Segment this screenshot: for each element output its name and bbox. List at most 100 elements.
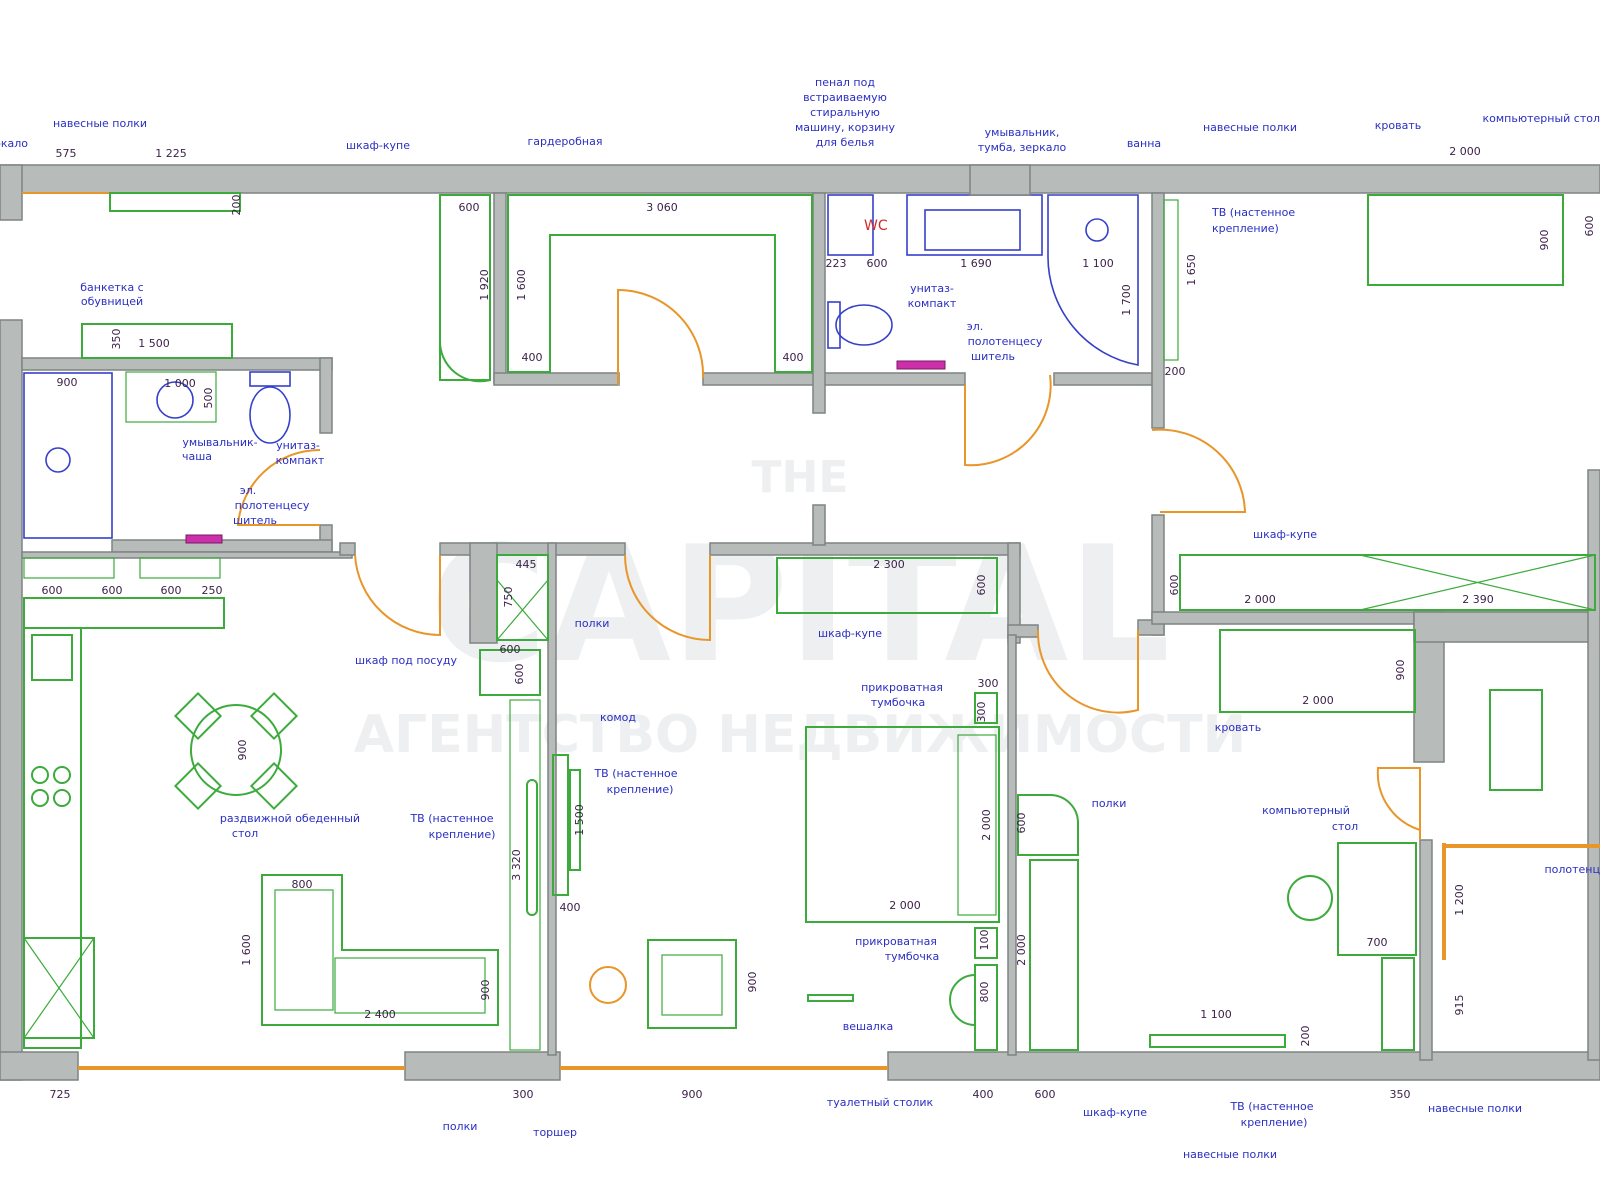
label-l58: крепление) xyxy=(1241,1116,1308,1129)
label-l30: полотенцесу xyxy=(235,499,310,512)
bed-double xyxy=(805,726,1000,923)
toilet-1 xyxy=(249,386,291,444)
label-l2: зеркало xyxy=(0,137,28,150)
kitchen-upper2 xyxy=(139,557,221,579)
door-bath2 xyxy=(964,374,1052,467)
vdimension-v26: 100 xyxy=(978,930,991,951)
dimension-d23: 2 390 xyxy=(1462,593,1494,606)
tv-bed1 xyxy=(569,769,581,871)
computer-desk xyxy=(1337,842,1417,956)
wall-pantry xyxy=(469,542,498,644)
vdimension-v27: 1 200 xyxy=(1453,884,1466,916)
bath1-sink xyxy=(156,381,194,419)
hall-shelves xyxy=(109,192,241,212)
wall-left xyxy=(0,319,23,1081)
label-l35: шкаф под посуду xyxy=(355,654,457,667)
dimension-d13: 1 500 xyxy=(138,337,170,350)
door-bed1 xyxy=(1036,629,1139,714)
wall-bottom-1 xyxy=(0,1051,79,1081)
vdimension-v14: 900 xyxy=(1394,660,1407,681)
vdimension-v19: 2 000 xyxy=(980,809,993,841)
vanity-stool xyxy=(949,974,976,1026)
sofa-seat xyxy=(274,889,334,1011)
armchair xyxy=(647,939,737,1029)
heated-rail-2 xyxy=(896,360,946,370)
label-l17: крепление) xyxy=(1212,222,1279,235)
label-l37: тумбочка xyxy=(871,696,926,709)
door-office xyxy=(1376,767,1421,840)
toilet-2 xyxy=(835,304,893,346)
nightstand-bottom xyxy=(974,927,998,959)
bed-top xyxy=(1367,194,1564,286)
wall-bed1-right3 xyxy=(1007,634,1017,1056)
label-l33: полки xyxy=(575,617,610,630)
wall-bottom-3 xyxy=(887,1051,1600,1081)
wall-wardrobe-left xyxy=(493,192,507,384)
label-l55: туалетный столик xyxy=(827,1096,934,1109)
wc-tag: WC xyxy=(864,218,888,234)
wall-kitchen-top xyxy=(21,551,353,559)
bathtub-drain xyxy=(1085,218,1109,242)
door-bath1 xyxy=(236,448,321,526)
dimension-d34: 300 xyxy=(513,1088,534,1101)
dimension-d9: 1 100 xyxy=(1082,257,1114,270)
shoe-bench xyxy=(81,323,233,359)
wall-top xyxy=(0,164,1600,194)
vdimension-v20: 600 xyxy=(1015,813,1028,834)
bath1-drain xyxy=(45,447,71,473)
dimension-d17: 600 xyxy=(102,584,123,597)
wall-left-upper xyxy=(0,164,23,221)
label-l43: компьютерный xyxy=(1262,804,1350,817)
label-l16: ТВ (настенное xyxy=(1211,206,1295,219)
toilet-2-tank xyxy=(827,301,841,349)
dimension-d6: 223 xyxy=(826,257,847,270)
label-l5: пенал под xyxy=(815,76,875,89)
shaft xyxy=(969,164,1031,196)
label-l52: вешалка xyxy=(843,1020,893,1033)
dimension-d21: 2 300 xyxy=(873,558,905,571)
vdimension-v13: 600 xyxy=(1168,575,1181,596)
vdimension-v25: 800 xyxy=(978,982,991,1003)
label-l18: банкетка с xyxy=(80,281,143,294)
dimension-d29: 2 000 xyxy=(889,899,921,912)
wall-office-top xyxy=(1413,611,1600,643)
wall-mid-stub xyxy=(812,504,826,546)
wardrobe-bed2 xyxy=(1179,554,1596,611)
vdimension-v22: 900 xyxy=(479,980,492,1001)
door-bath2-side xyxy=(1151,428,1247,513)
label-l50: прикроватная xyxy=(855,935,937,948)
wall-bottom-2 xyxy=(404,1051,561,1081)
dimension-d14: 1 000 xyxy=(164,377,196,390)
chair-4 xyxy=(249,761,299,811)
hob-1 xyxy=(31,766,49,784)
label-l23: полотенцесу xyxy=(968,335,1043,348)
dimension-d31: 2 400 xyxy=(364,1008,396,1021)
door-kitchen xyxy=(354,554,441,637)
sofa-seat-2 xyxy=(334,957,486,1014)
vdimension-v24: 2 000 xyxy=(1015,934,1028,966)
pantry-shelves xyxy=(496,554,549,641)
wall-right xyxy=(1587,469,1600,1061)
watermark-sub: АГЕНТСТВО НЕДВИЖИМОСТИ xyxy=(354,705,1246,765)
vdimension-v29: 200 xyxy=(1299,1026,1312,1047)
wardrobe-bed1-2 xyxy=(1029,859,1079,1051)
dimension-d35: 900 xyxy=(682,1088,703,1101)
label-l31: шитель xyxy=(233,514,277,527)
office-chair xyxy=(1287,875,1333,921)
corner-sofa xyxy=(261,874,499,1026)
kitchen-upper xyxy=(23,557,115,579)
vdimension-v28: 915 xyxy=(1453,995,1466,1016)
wc-box xyxy=(827,194,874,256)
dimension-d24: 600 xyxy=(500,643,521,656)
dimension-d2: 1 225 xyxy=(155,147,187,160)
vdimension-v8: 350 xyxy=(110,329,123,350)
label-l54: торшер xyxy=(533,1126,577,1139)
vdimension-v4: 1 700 xyxy=(1120,284,1133,316)
door-wardrobe xyxy=(617,288,705,385)
label-l36: прикроватная xyxy=(861,681,943,694)
vdimension-v7: 600 xyxy=(1583,216,1596,237)
wall-mid-3 xyxy=(709,542,1021,556)
label-l56: шкаф-купе xyxy=(1083,1106,1147,1119)
label-l4: гардеробная xyxy=(528,135,603,148)
